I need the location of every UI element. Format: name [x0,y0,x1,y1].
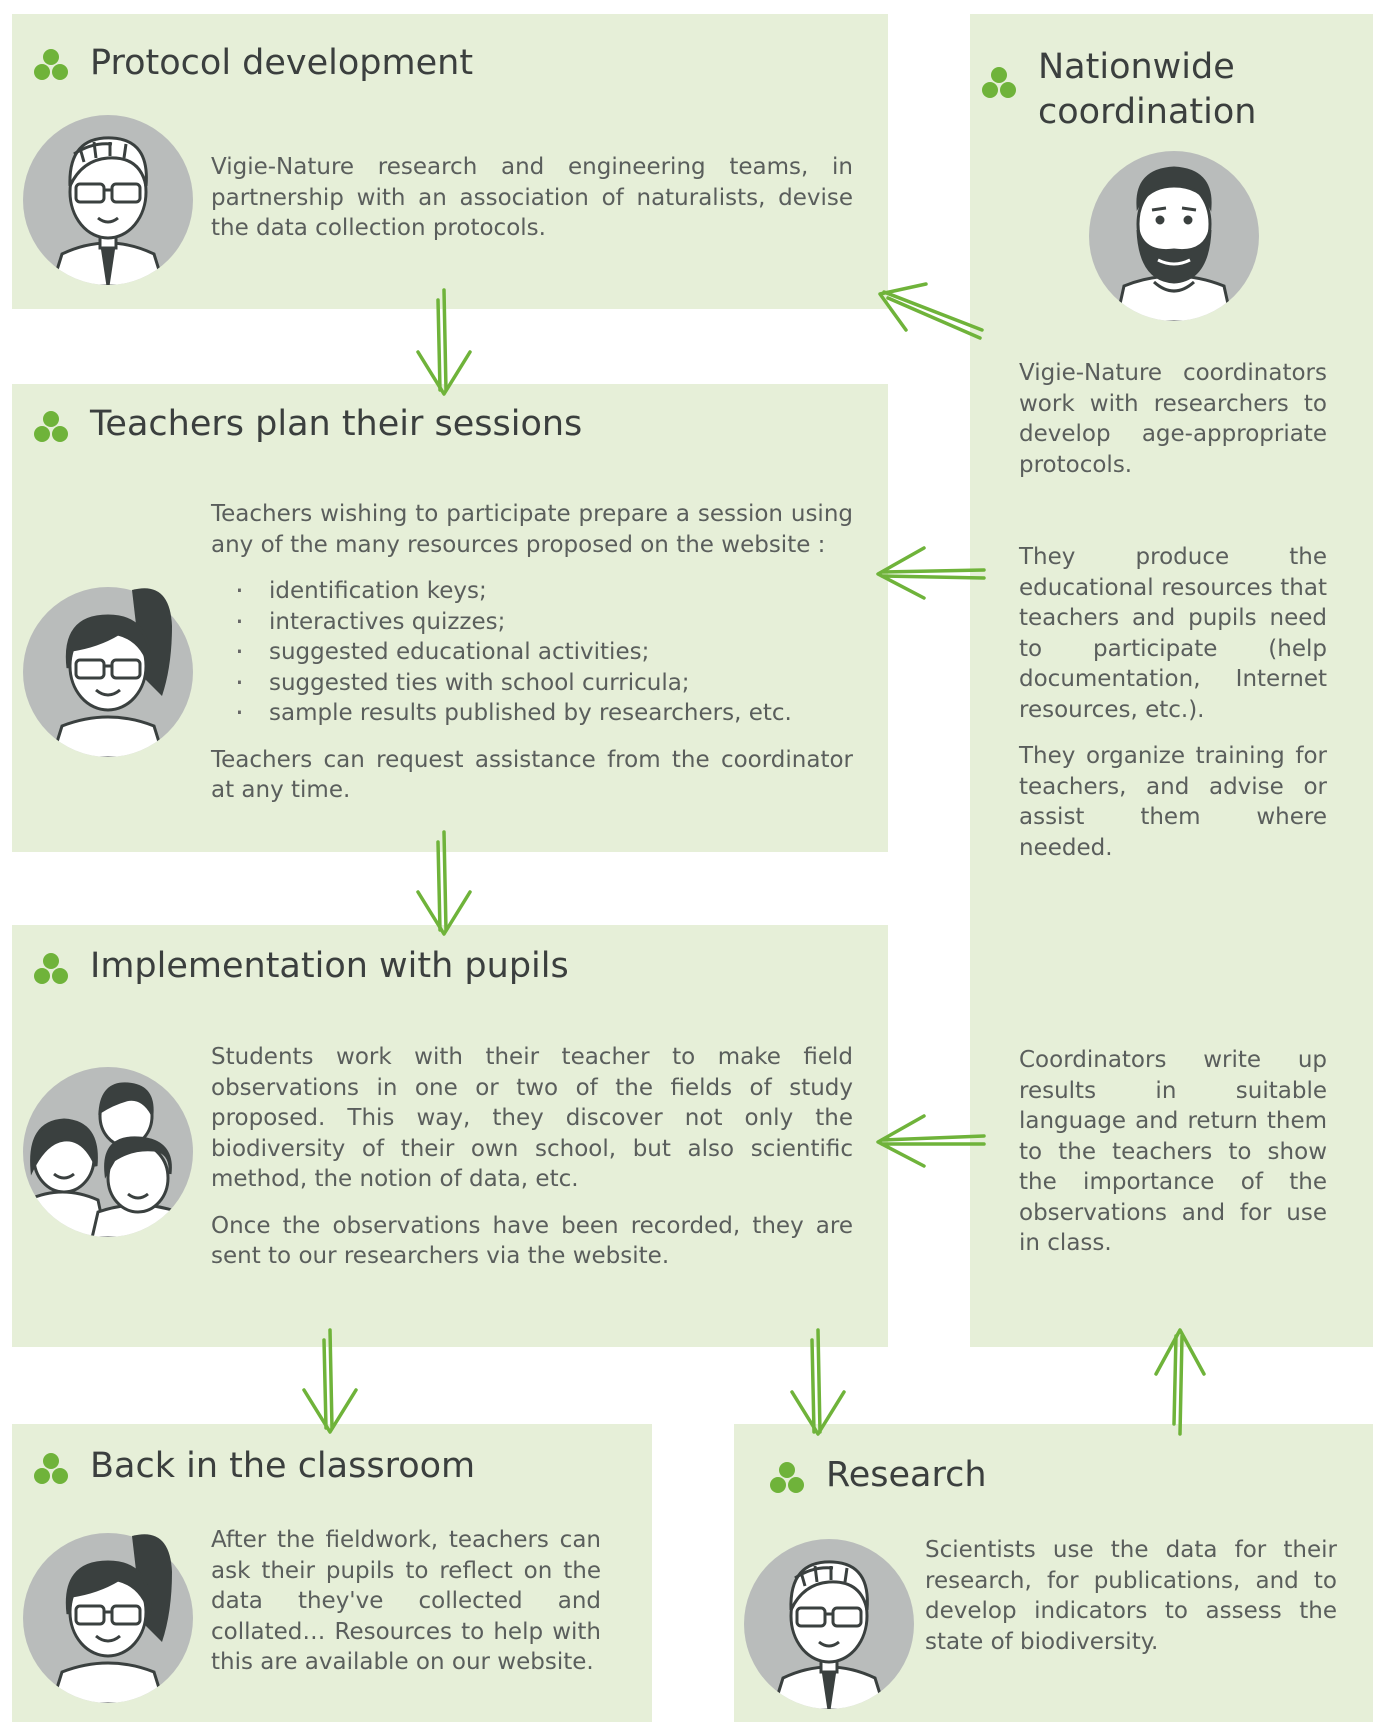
pupils-avatar [23,1067,193,1237]
implementation-p1: Students work with their teacher to make… [211,1044,853,1192]
coordination-p1: Vigie-Nature coordinators work with rese… [1019,360,1327,478]
list-item: interactives quizzes; [235,607,853,638]
protocol-text: Vigie-Nature research and engineering te… [211,154,853,241]
coordination-text: Vigie-Nature coordinators work with rese… [1019,358,1327,1259]
trefoil-icon [770,1462,804,1493]
arrow-down-icon [302,1328,358,1434]
trefoil-icon [34,953,68,984]
coordination-p4: Coordinators write up results in suitabl… [1019,1047,1327,1256]
arrow-down-icon [790,1328,846,1436]
teachers-title: Teachers plan their sessions [90,404,583,444]
trefoil-icon [34,49,68,80]
research-title: Research [826,1455,987,1495]
classroom-title: Back in the classroom [90,1446,476,1486]
arrow-left-icon [878,282,984,340]
implementation-text: Students work with their teacher to make… [211,1042,853,1272]
teacher-avatar [23,587,193,757]
implementation-p2: Once the observations have been recorded… [211,1212,853,1270]
researcher-avatar [744,1539,914,1709]
teacher-avatar [23,1533,193,1703]
list-item: suggested ties with school curricula; [235,668,853,699]
coordinator-avatar [1089,151,1259,321]
teachers-outro: Teachers can request assistance from the… [211,746,853,804]
arrow-left-icon [876,1114,986,1168]
coordination-p3: They organize training for teachers, and… [1019,743,1327,861]
teachers-intro: Teachers wishing to participate prepare … [211,501,853,558]
list-item: suggested educational activities; [235,637,853,668]
list-item: identification keys; [235,576,853,607]
arrow-up-icon [1154,1328,1206,1436]
teachers-text: Teachers wishing to participate prepare … [211,499,853,806]
arrow-down-icon [416,288,472,396]
protocol-title: Protocol development [90,43,474,83]
list-item: sample results published by researchers,… [235,698,853,729]
coordination-title-line2: coordination [1038,92,1257,132]
coordination-title-line1: Nationwide [1038,47,1235,87]
trefoil-icon [34,411,68,442]
classroom-text: After the fieldwork, teachers can ask th… [211,1527,601,1675]
arrow-down-icon [416,830,472,936]
resource-list: identification keys; interactives quizze… [211,576,853,729]
implementation-title: Implementation with pupils [90,946,569,986]
research-text: Scientists use the data for their resear… [925,1537,1337,1655]
researcher-avatar [23,115,193,285]
arrow-left-icon [876,546,986,600]
coordination-title: Nationwide coordination [1038,45,1256,135]
coordination-p2: They produce the educational resources t… [1019,544,1327,723]
trefoil-icon [982,67,1016,98]
trefoil-icon [34,1453,68,1484]
